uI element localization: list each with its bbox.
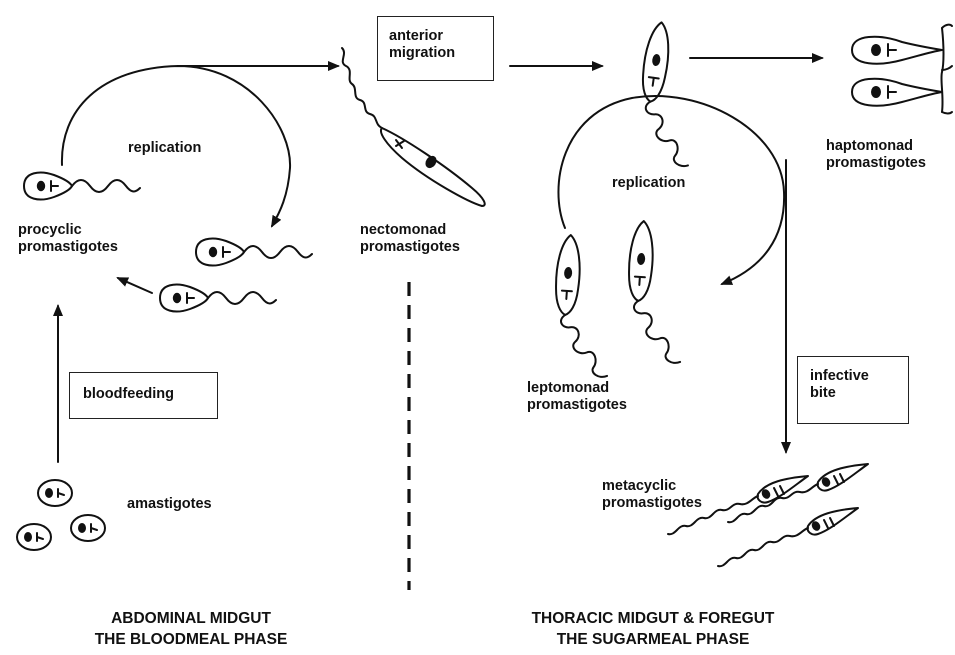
infective-bite-line2: bite: [810, 385, 869, 402]
amastigote-3: [71, 515, 105, 541]
replication-label-left: replication: [128, 140, 201, 157]
phase-right-line1: THORACIC MIDGUT & FOREGUT: [488, 608, 818, 629]
phase-label-right: THORACIC MIDGUT & FOREGUT THE SUGARMEAL …: [488, 608, 818, 650]
bloodfeeding-label: bloodfeeding: [83, 386, 174, 403]
arrow-to-procyclic: [118, 278, 152, 293]
anterior-migration-box: anterior migration: [377, 16, 494, 81]
metacyclic-label-line1: metacyclic: [602, 478, 702, 495]
leptomonad-label-line2: promastigotes: [527, 397, 627, 414]
procyclic-promastigote-2: [196, 239, 312, 266]
anterior-migration-line1: anterior: [389, 28, 455, 45]
phase-left-line2: THE BLOODMEAL PHASE: [76, 629, 306, 650]
leptomonad-label: leptomonad promastigotes: [527, 380, 627, 414]
procyclic-promastigote-1: [24, 173, 140, 200]
haptomonad-promastigotes: [852, 25, 952, 114]
procyclic-label-line2: promastigotes: [18, 239, 118, 256]
promastigote-right-top: [631, 21, 707, 167]
infective-bite-box: infective bite: [797, 356, 909, 424]
leptomonad-label-line1: leptomonad: [527, 380, 627, 397]
infective-bite-line1: infective: [810, 368, 869, 385]
procyclic-promastigote-3: [160, 285, 276, 312]
haptomonad-label-line1: haptomonad: [826, 138, 926, 155]
metacyclic-promastigote-2: [728, 464, 868, 522]
amastigote-1: [38, 480, 72, 506]
leptomonad-promastigote-2: [623, 220, 690, 363]
replication-label-right: replication: [612, 175, 685, 192]
phase-left-line1: ABDOMINAL MIDGUT: [76, 608, 306, 629]
anterior-migration-line2: migration: [389, 45, 455, 62]
phase-right-line2: THE SUGARMEAL PHASE: [488, 629, 818, 650]
leptomonad-promastigote-1: [550, 234, 617, 377]
metacyclic-label-line2: promastigotes: [602, 495, 702, 512]
amastigote-2: [17, 524, 51, 550]
phase-label-left: ABDOMINAL MIDGUT THE BLOODMEAL PHASE: [76, 608, 306, 650]
haptomonad-label-line2: promastigotes: [826, 155, 926, 172]
haptomonad-label: haptomonad promastigotes: [826, 138, 926, 172]
procyclic-label-line1: procyclic: [18, 222, 118, 239]
procyclic-label: procyclic promastigotes: [18, 222, 118, 256]
nectomonad-label-line1: nectomonad: [360, 222, 460, 239]
metacyclic-label: metacyclic promastigotes: [602, 478, 702, 512]
nectomonad-label-line2: promastigotes: [360, 239, 460, 256]
nectomonad-label: nectomonad promastigotes: [360, 222, 460, 256]
amastigotes-label: amastigotes: [127, 496, 212, 513]
bloodfeeding-box: bloodfeeding: [69, 372, 218, 419]
